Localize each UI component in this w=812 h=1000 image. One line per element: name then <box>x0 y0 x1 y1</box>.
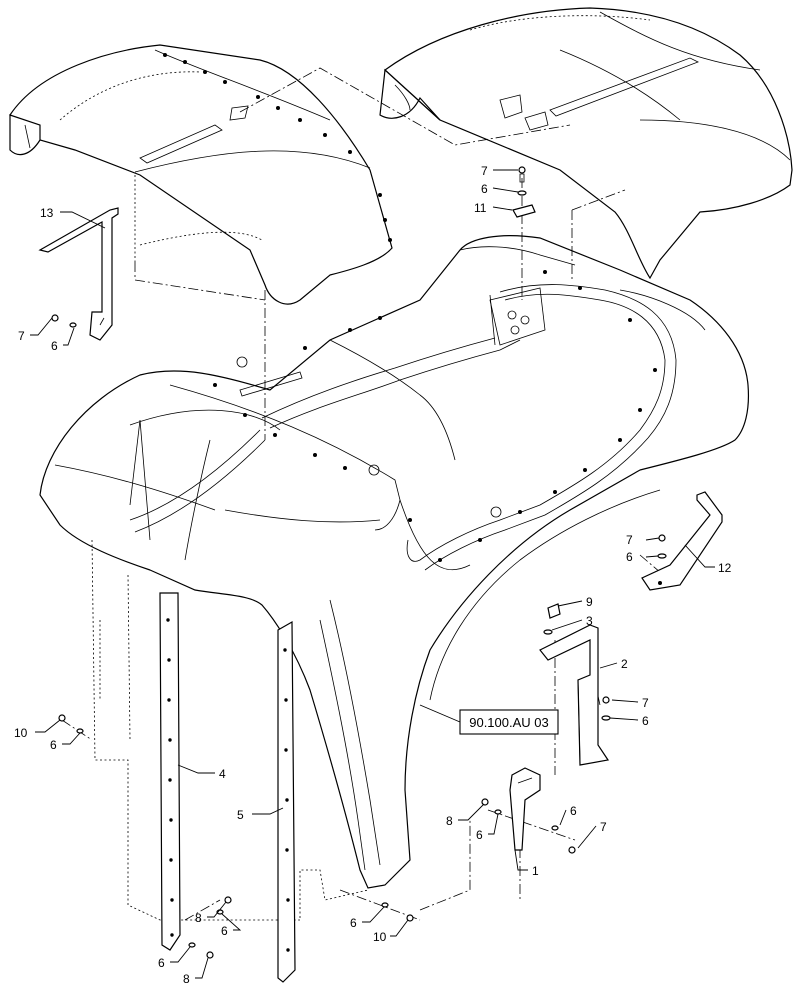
callout-10: 10 <box>14 726 28 740</box>
strip-4 <box>159 592 181 951</box>
callout-9: 9 <box>586 595 593 609</box>
callout-6: 6 <box>626 550 633 564</box>
callout-labels: 13 7 6 7 6 11 7 6 12 9 3 2 7 6 10 6 4 5 … <box>14 164 732 986</box>
callout-13: 13 <box>40 206 54 220</box>
callout-6: 6 <box>476 828 483 842</box>
callout-6: 6 <box>570 804 577 818</box>
callout-5: 5 <box>237 808 244 822</box>
fender-trim-fasteners <box>213 270 657 562</box>
bracket-13 <box>38 207 119 341</box>
callout-6: 6 <box>50 738 57 752</box>
callout-6: 6 <box>51 339 58 353</box>
callout-10: 10 <box>373 930 387 944</box>
right-upper-cover <box>379 7 793 280</box>
callout-8: 8 <box>195 911 202 925</box>
strip-5-holes <box>283 648 290 952</box>
callout-7: 7 <box>600 820 607 834</box>
bracket-2 <box>539 624 610 766</box>
callout-11: 11 <box>474 201 487 215</box>
callout-6: 6 <box>350 916 357 930</box>
strip-4-holes <box>166 618 174 937</box>
reference-label: 90.100.AU 03 <box>469 715 549 730</box>
bracket-1 <box>509 767 541 851</box>
callout-7: 7 <box>626 533 633 547</box>
left-lower-fender-panel <box>91 539 369 921</box>
callout-3: 3 <box>586 614 593 628</box>
left-cover-fasteners <box>163 53 392 242</box>
left-upper-cover <box>9 44 393 305</box>
callout-6: 6 <box>642 714 649 728</box>
callout-6: 6 <box>221 924 228 938</box>
callout-1: 1 <box>532 864 539 878</box>
bracket-12 <box>641 491 723 591</box>
callout-7: 7 <box>481 164 488 178</box>
callout-7: 7 <box>18 329 25 343</box>
strip-5 <box>277 620 296 983</box>
callout-7: 7 <box>642 696 649 710</box>
callout-2: 2 <box>621 657 628 671</box>
fasteners <box>51 166 667 959</box>
callout-leaders <box>30 169 715 979</box>
callout-6: 6 <box>481 182 488 196</box>
callout-8: 8 <box>446 814 453 828</box>
callout-12: 12 <box>718 561 732 575</box>
callout-4: 4 <box>219 767 226 781</box>
callout-8: 8 <box>183 972 190 986</box>
reference-callout: 90.100.AU 03 <box>419 704 559 735</box>
callout-6: 6 <box>158 956 165 970</box>
main-fender-body <box>39 235 750 889</box>
